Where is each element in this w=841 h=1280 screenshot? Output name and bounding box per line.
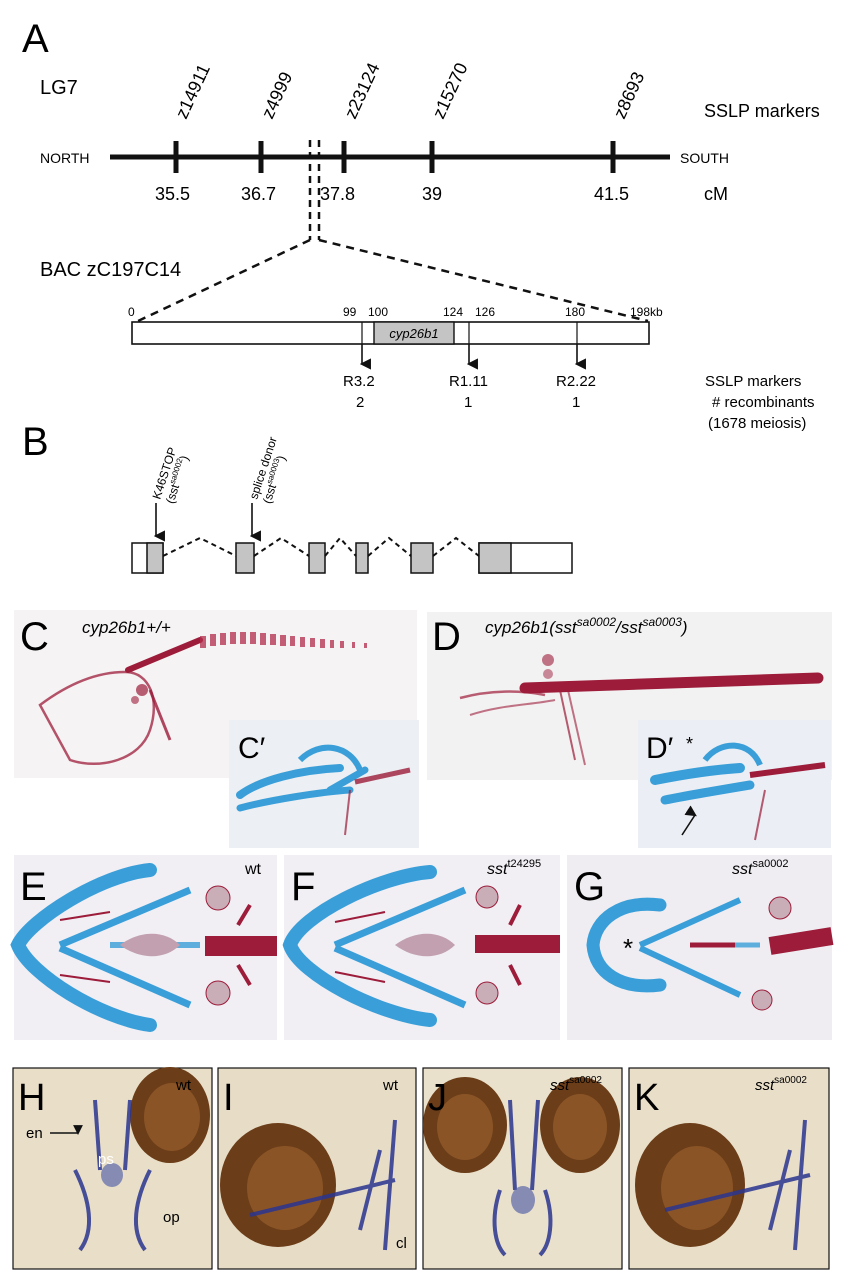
panel-h-letter: H [18,1077,45,1119]
exon-6 [478,542,512,574]
exon-4 [355,542,369,574]
exon-2 [235,542,255,574]
skeleton-c [38,632,367,765]
panel-c-prime-letter: C′ [238,732,266,765]
bac-tick-180: 180 [565,305,585,319]
recomb-count-1: 2 [356,394,364,411]
gene-name: cyp26b1 [389,326,438,341]
marker-name-1: z14911 [171,61,214,122]
bac-tick-99: 99 [343,305,357,319]
panel-b-letter: B [22,420,49,464]
panel-k-caption: sstsa0002 [755,1075,807,1094]
panel-d-prime: D′ * [638,720,831,848]
bac-tick-198: 198kb [630,305,663,319]
cartilage-c-prime [236,744,411,836]
panel-c-letter: C [20,615,49,659]
panel-e-caption: wt [244,861,262,878]
label-cl: cl [396,1235,407,1252]
panel-d-prime-arrow [681,805,697,836]
panel-f: F sstt24295 [282,855,560,1040]
panel-k-letter: K [634,1077,659,1119]
panel-d-prime-letter: D′ [646,732,674,765]
panel-f-caption: sstt24295 [487,858,541,878]
panel-j-caption: sstsa0002 [550,1075,602,1094]
linkage-group-label: LG7 [40,77,78,99]
panel-c-prime: C′ [229,720,419,848]
panel-c-caption: cyp26b1+/+ [82,618,171,637]
panel-j: J sstsa0002 [422,1067,623,1270]
label-ps: ps [98,1151,114,1168]
panel-a-letter: A [22,17,49,61]
bac-tick-0: 0 [128,305,135,319]
panel-d-letter: D [432,615,461,659]
cartilage-g [586,896,834,1011]
north-label: NORTH [40,150,90,166]
south-label: SOUTH [680,150,729,166]
recomb-count-3: 1 [572,394,580,411]
cartilage-e [10,863,277,1032]
marker-name-5: z8693 [609,69,648,122]
legend-line-2: # recombinants [712,394,815,411]
marker-name-4: z15270 [428,60,471,122]
bac-tick-126: 126 [475,305,495,319]
recomb-count-2: 1 [464,394,472,411]
panel-b: B K46STOP (sstsa0002) splice donor (ssts… [22,420,573,574]
bac-tick-100: 100 [368,305,388,319]
skeleton-d [459,654,824,766]
panel-k: K sstsa0002 [628,1067,830,1270]
zoom-line-right [318,238,649,323]
recomb-marker-2: R1.11 [449,373,488,390]
panel-d-prime-asterisk: * [686,734,693,754]
panel-g-caption: sstsa0002 [732,858,789,878]
exon-5 [410,542,434,574]
panel-a: A LG7 SSLP markers z14911 z4999 z23124 z… [22,17,820,432]
gene-box [373,321,455,345]
cm-position-5: 41.5 [594,184,629,204]
recomb-marker-1: R3.2 [343,373,375,390]
panel-e: E wt [10,855,277,1040]
cartilage-f [282,865,560,1027]
legend-line-1: SSLP markers [705,373,801,390]
stain-i [249,1119,397,1251]
sslp-markers-heading: SSLP markers [704,101,820,121]
exon-3 [308,542,326,574]
cm-position-1: 35.5 [155,184,190,204]
panel-g: G sstsa0002 * [567,855,834,1040]
panel-g-asterisk: * [623,933,633,963]
panel-f-letter: F [291,865,315,909]
cartilage-d-prime [650,742,826,841]
stain-j [492,1099,553,1257]
cm-position-4: 39 [422,184,442,204]
zoom-line-left [137,238,311,323]
panel-h-caption: wt [175,1077,192,1094]
label-en: en [26,1125,43,1142]
bac-label: BAC zC197C14 [40,259,181,281]
exon-1 [146,542,164,574]
panel-g-letter: G [574,865,605,909]
stain-h [73,1099,152,1252]
label-op: op [163,1209,180,1226]
introns [162,536,480,557]
recomb-marker-3: R2.22 [556,373,596,390]
marker-name-3: z23124 [340,60,383,122]
cm-position-2: 36.7 [241,184,276,204]
legend-line-3: (1678 meiosis) [708,415,806,432]
cm-unit: cM [704,184,728,204]
marker-name-2: z4999 [257,69,296,122]
panel-e-letter: E [20,865,47,909]
panel-i: I wt cl [217,1067,417,1270]
panel-i-letter: I [223,1077,234,1119]
panel-j-letter: J [428,1077,447,1119]
panel-d-caption: cyp26b1(sstsa0002/sstsa0003) [485,615,688,637]
panel-i-caption: wt [382,1077,399,1094]
panel-h: H wt en ps op [12,1067,213,1270]
bac-tick-124: 124 [443,305,463,319]
cm-position-3: 37.8 [320,184,355,204]
stain-k [664,1119,811,1251]
